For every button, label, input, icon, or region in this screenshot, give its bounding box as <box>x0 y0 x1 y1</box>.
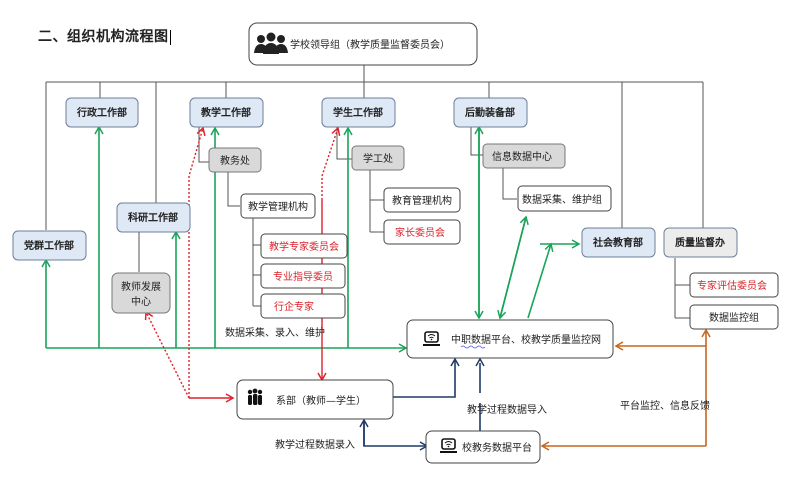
orange-arrows <box>540 328 711 451</box>
node-academic-office-label: 教务处 <box>220 154 250 167</box>
node-teaching-mgmt[interactable]: 教学管理机构 <box>240 193 316 219</box>
node-logistics-dept[interactable]: 后勤装备部 <box>453 97 528 128</box>
node-student-office[interactable]: 学工处 <box>351 145 405 171</box>
node-platform[interactable]: 中职数据平台、校教学质量监控网 <box>406 319 614 359</box>
label-process-input: 教学过程数据录入 <box>275 438 355 451</box>
node-info-center-label: 信息数据中心 <box>492 150 552 163</box>
node-data-monitor-label: 数据监控组 <box>709 311 759 324</box>
node-student-dept-label: 学生工作部 <box>333 106 383 119</box>
page-title: 二、组织机构流程图 <box>38 26 171 46</box>
node-major-guidance-label: 专业指导委员 <box>273 270 333 283</box>
node-data-monitor[interactable]: 数据监控组 <box>689 304 779 330</box>
node-admin-dept[interactable]: 行政工作部 <box>65 97 139 128</box>
text-cursor <box>169 29 171 45</box>
node-quality-office[interactable]: 质量监督办 <box>663 227 738 258</box>
node-logistics-dept-label: 后勤装备部 <box>465 106 515 119</box>
spellcheck-underline <box>460 345 486 349</box>
label-monitor-feedback: 平台监控、信息反馈 <box>620 399 710 412</box>
node-education-mgmt-label: 教育管理机构 <box>392 194 452 207</box>
people-group-icon <box>254 32 288 54</box>
node-student-office-label: 学工处 <box>363 152 393 165</box>
node-academic-office[interactable]: 教务处 <box>208 147 262 173</box>
people-icon <box>247 388 263 405</box>
node-platform-label: 中职数据平台、校教学质量监控网 <box>451 333 601 346</box>
node-industry-experts[interactable]: 行企专家 <box>260 293 346 319</box>
green-arrows <box>41 125 581 353</box>
node-department[interactable]: 系部（教师—学生） <box>236 379 394 420</box>
monitor-wifi-icon <box>423 331 440 346</box>
node-data-group[interactable]: 数据采集、维护组 <box>517 185 612 212</box>
node-teacher-dev[interactable]: 教师发展 中心 <box>111 272 171 314</box>
node-teacher-dev-line1: 教师发展 <box>121 280 161 293</box>
node-social-edu[interactable]: 社会教育部 <box>581 227 656 258</box>
node-social-edu-label: 社会教育部 <box>592 236 643 249</box>
node-department-label: 系部（教师—学生） <box>276 394 366 407</box>
node-leadership-label: 学校领导组（教学质量监督委员会） <box>290 38 450 51</box>
node-research-dept[interactable]: 科研工作部 <box>116 202 191 233</box>
node-student-dept[interactable]: 学生工作部 <box>321 97 396 128</box>
label-data-collect: 数据采集、录入、维护 <box>225 326 325 339</box>
node-parents-committee[interactable]: 家长委员会 <box>383 219 461 245</box>
label-process-import: 教学过程数据导入 <box>467 403 547 416</box>
node-teacher-dev-line2: 中心 <box>131 295 151 308</box>
node-industry-experts-label: 行企专家 <box>274 300 314 313</box>
node-parents-committee-label: 家长委员会 <box>395 226 445 239</box>
node-academic-platform[interactable]: 校教务数据平台 <box>425 430 541 464</box>
page-title-text: 二、组织机构流程图 <box>38 29 169 45</box>
node-academic-platform-label: 校教务数据平台 <box>462 441 532 454</box>
node-leadership[interactable]: 学校领导组（教学质量监督委员会） <box>248 22 478 66</box>
node-info-center[interactable]: 信息数据中心 <box>482 143 566 169</box>
node-education-mgmt[interactable]: 教育管理机构 <box>383 187 461 213</box>
node-teaching-dept[interactable]: 教学工作部 <box>189 97 264 128</box>
node-admin-dept-label: 行政工作部 <box>76 106 127 119</box>
node-party-dept[interactable]: 党群工作部 <box>12 230 87 261</box>
node-teaching-dept-label: 教学工作部 <box>200 106 251 119</box>
node-research-dept-label: 科研工作部 <box>128 211 178 224</box>
monitor-wifi-icon <box>440 438 457 453</box>
hierarchy-lines <box>45 65 704 319</box>
navy-arrows <box>359 357 485 451</box>
node-teaching-experts[interactable]: 教学专家委员会 <box>260 233 348 259</box>
node-expert-eval[interactable]: 专家评估委员会 <box>689 272 779 298</box>
node-major-guidance[interactable]: 专业指导委员 <box>260 263 346 289</box>
node-expert-eval-label: 专家评估委员会 <box>697 279 767 292</box>
node-teaching-experts-label: 教学专家委员会 <box>269 240 339 253</box>
node-quality-office-label: 质量监督办 <box>675 236 725 249</box>
node-teaching-mgmt-label: 教学管理机构 <box>248 200 308 213</box>
node-data-group-label: 数据采集、维护组 <box>522 193 602 206</box>
node-party-dept-label: 党群工作部 <box>24 239 74 252</box>
